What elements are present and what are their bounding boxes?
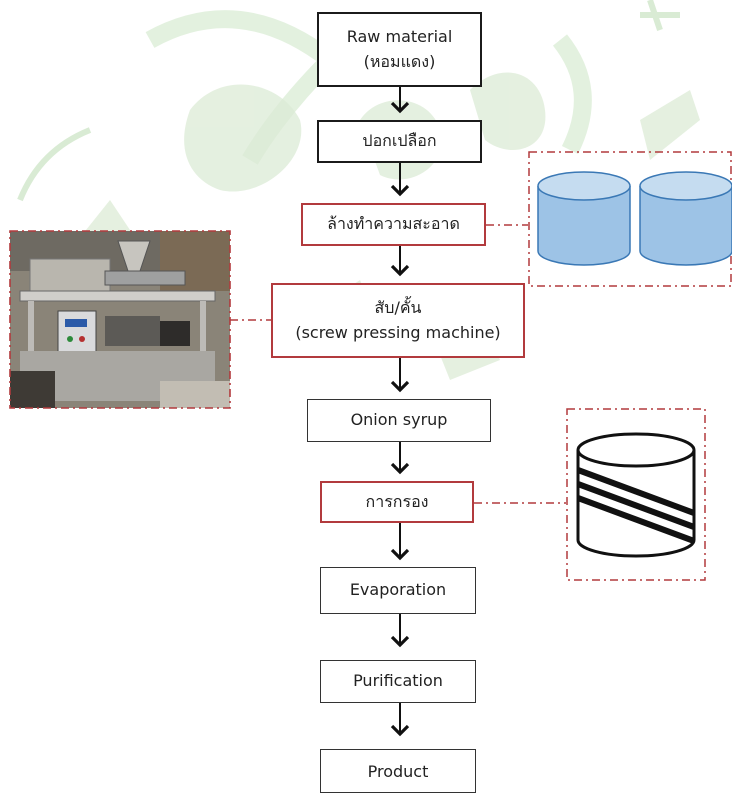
screw-press-machine-photo: [10, 231, 230, 408]
step-product-label: Product: [367, 762, 429, 781]
water-tanks-icon: [537, 171, 732, 266]
step-onion-syrup: Onion syrup: [307, 399, 491, 442]
step-washing-label: ล้างทำความสะอาด: [327, 214, 460, 234]
step-raw-material-label: Raw material: [346, 26, 453, 46]
step-peeling: ปอกเปลือก: [317, 120, 482, 163]
step-filtering-label: การกรอง: [365, 491, 429, 511]
machine-photo-frame: [9, 230, 231, 409]
step-pressing-label: สับ/คั้น: [374, 297, 422, 317]
step-raw-material-sublabel: (หอมแดง): [363, 51, 436, 71]
step-pressing-sublabel: (screw pressing machine): [295, 322, 501, 342]
step-raw-material: Raw material (หอมแดง): [317, 12, 482, 87]
step-filtering: การกรอง: [320, 481, 474, 523]
filter-callout: [566, 408, 706, 581]
step-pressing: สับ/คั้น (screw pressing machine): [271, 283, 525, 358]
step-purification: Purification: [320, 660, 476, 703]
washing-tanks-callout: [528, 151, 732, 287]
step-evaporation-label: Evaporation: [349, 580, 447, 600]
step-peeling-label: ปอกเปลือก: [362, 131, 437, 151]
step-evaporation: Evaporation: [320, 567, 476, 614]
filter-cartridge-icon: [576, 432, 696, 558]
step-washing: ล้างทำความสะอาด: [301, 203, 486, 246]
step-purification-label: Purification: [353, 671, 443, 691]
step-product: Product: [320, 749, 476, 793]
step-onion-syrup-label: Onion syrup: [350, 410, 448, 430]
